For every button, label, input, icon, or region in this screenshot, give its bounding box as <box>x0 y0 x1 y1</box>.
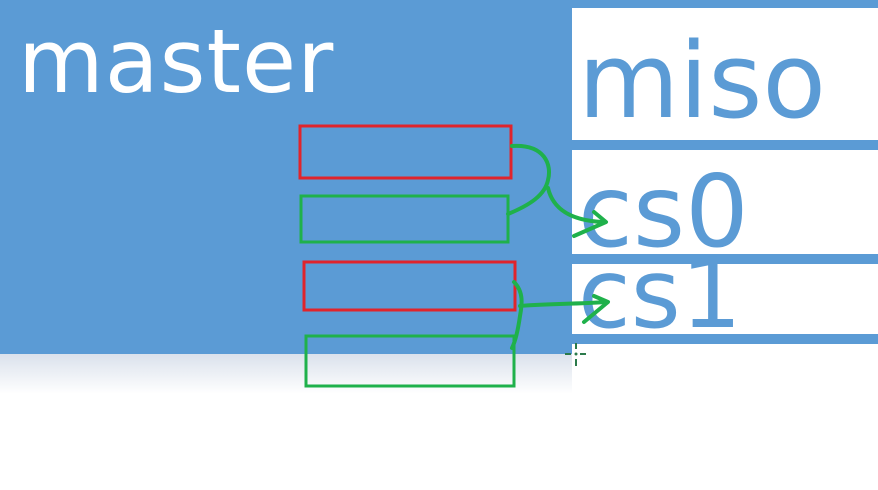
divider-miso-cs0 <box>566 140 878 150</box>
slave-top-border <box>566 0 878 8</box>
miso-label: miso <box>578 20 827 142</box>
divider-cs0-cs1 <box>566 254 878 264</box>
cs1-label: cs1 <box>578 238 742 350</box>
master-block-shadow <box>0 354 572 394</box>
divider-cs1-bottom <box>566 334 878 344</box>
slave-left-border <box>566 4 572 344</box>
master-label: master <box>18 10 335 113</box>
